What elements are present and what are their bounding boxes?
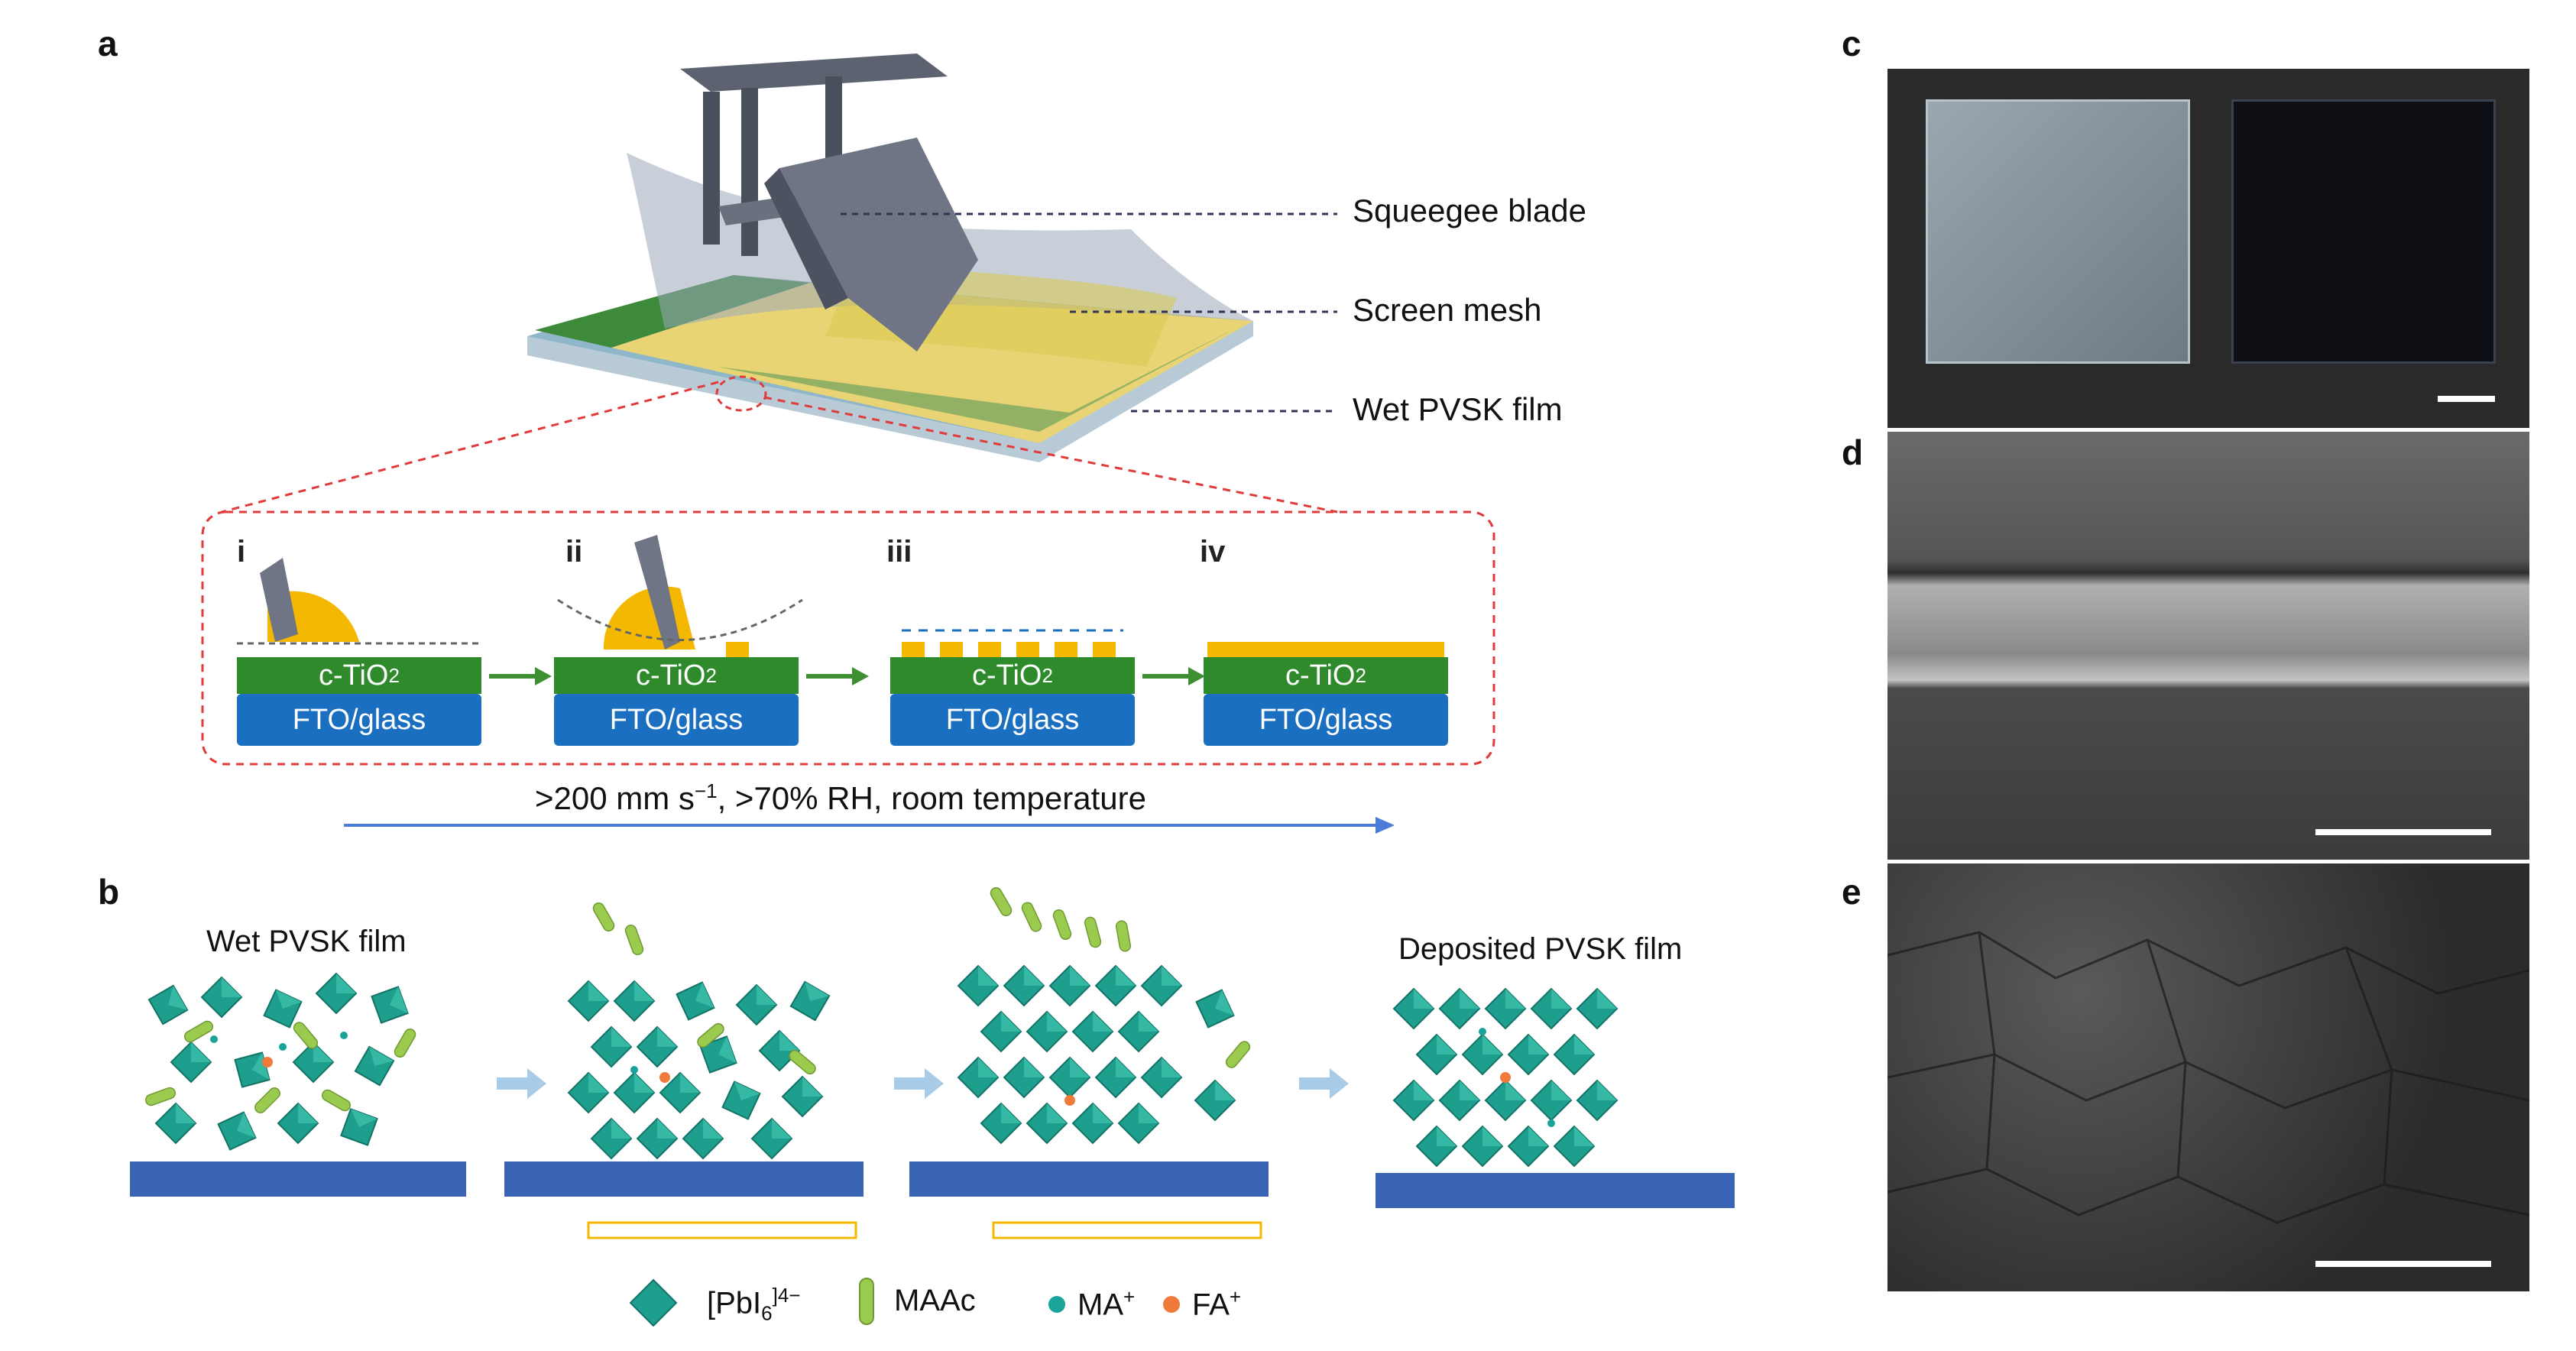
step-label-iii: iii [886,535,912,569]
legend-maac-icon [859,1278,874,1325]
step-arrows [489,667,1205,685]
callout-leaders [841,212,1337,413]
process-conditions: >200 mm s−1, >70% RH, room temperature [535,779,1146,816]
top-view-sem [1887,863,2529,1291]
cross-section-sem [1887,432,2529,860]
callout-wet-pvsk-film: Wet PVSK film [1353,391,1563,427]
step-label-i: i [237,535,246,569]
fto-layer-iii: FTO/glass [890,694,1135,746]
legend-ma: MA+ [1077,1285,1136,1322]
device-photo [1887,69,2529,428]
panel-label-b: b [98,872,120,912]
panel-label-a: a [98,24,118,63]
legend-octahedron-icon [629,1278,678,1327]
fto-layer-iv: FTO/glass [1204,694,1448,746]
legend-pbi6: [PbI6]4− [707,1284,801,1325]
legend-fa: FA+ [1192,1285,1242,1322]
scale-bar-c [2438,396,2495,402]
panel-label-e: e [1842,872,1862,912]
transparent-substrate [1926,99,2190,364]
step-graphics [237,535,1444,659]
fto-layer-ii: FTO/glass [554,694,799,746]
zoom-box [201,381,1495,766]
deposited-pvsk-label: Deposited PVSK film [1398,932,1683,966]
perovskite-coated-substrate [2231,99,2496,364]
legend-fa-icon [1163,1296,1180,1313]
panel-label-c: c [1842,24,1862,63]
screen-printing-illustration [527,53,1253,462]
wet-pvsk-label: Wet PVSK film [206,925,407,958]
step-label-ii: ii [565,535,583,569]
callout-screen-mesh: Screen mesh [1353,292,1542,328]
scale-bar-e [2315,1261,2491,1267]
legend-ma-icon [1048,1296,1065,1313]
step-label-iv: iv [1200,535,1226,569]
scale-bar-d [2315,829,2491,835]
process-arrow [344,817,1395,834]
legend-maac: MAAc [894,1284,976,1317]
fto-layer-i: FTO/glass [237,694,481,746]
callout-squeegee-blade: Squeegee blade [1353,193,1586,228]
grain-boundaries [1887,931,2529,1224]
panel-label-d: d [1842,433,1864,472]
crystallization-scheme [130,885,1735,1239]
